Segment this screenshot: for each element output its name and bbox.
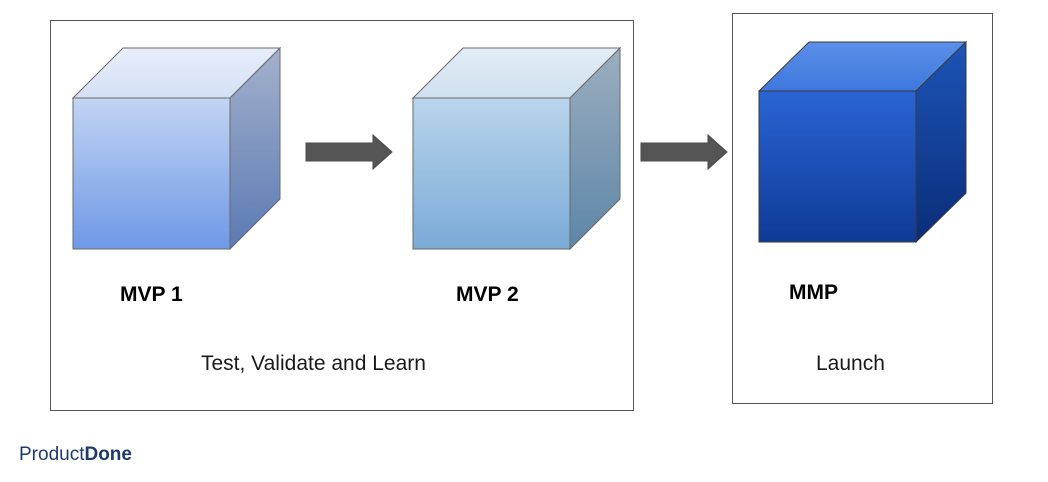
mvp2-cube (411, 46, 622, 251)
test-validate-learn-caption: Test, Validate and Learn (201, 352, 426, 375)
mmp-cube (757, 40, 968, 244)
mvp1-label: MVP 1 (120, 283, 183, 306)
mmp-label: MMP (789, 281, 838, 304)
mvp1-cube (71, 46, 282, 251)
launch-caption: Launch (816, 352, 885, 375)
arrow-mvp2-to-mmp (640, 133, 728, 171)
mvp2-label: MVP 2 (456, 283, 519, 306)
brand-logo-part2: Done (84, 444, 132, 465)
arrow-mvp1-to-mvp2 (305, 133, 393, 171)
brand-logo-part1: Product (19, 444, 85, 465)
brand-logo: ProductDone (19, 444, 132, 466)
